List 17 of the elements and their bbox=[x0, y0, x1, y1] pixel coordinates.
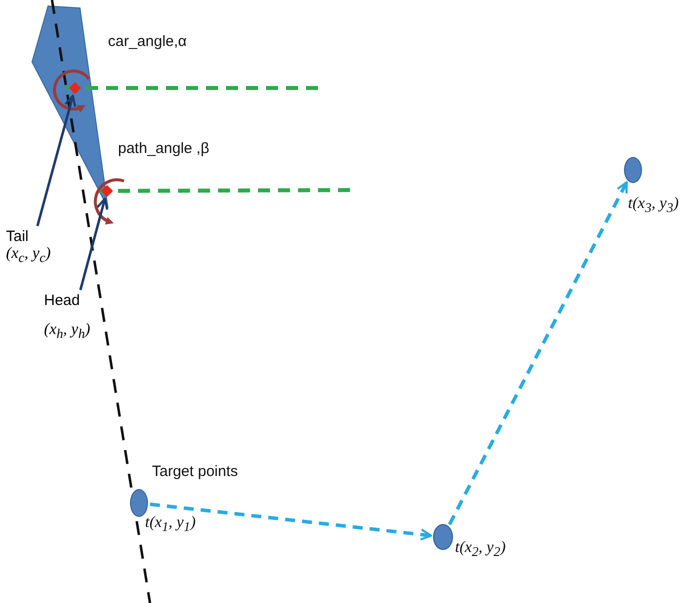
part-label: Head bbox=[44, 292, 81, 309]
path-arrow bbox=[448, 181, 628, 526]
leader-arrow bbox=[36, 94, 76, 226]
angle-label: car_angle,α bbox=[108, 33, 187, 50]
target-point-marker bbox=[433, 524, 453, 550]
callout-text: Target points bbox=[152, 463, 238, 480]
part-label: Tail bbox=[6, 228, 30, 245]
coordinate-label: t(x$_{1}$, y$_{1}$) bbox=[145, 514, 196, 536]
coordinate-label: (x$_{h}$, y$_{h}$) bbox=[44, 321, 92, 342]
path-arrow bbox=[150, 502, 432, 541]
coordinate-label: t(x$_{2}$, y$_{2}$) bbox=[455, 539, 506, 560]
target-point-marker bbox=[624, 157, 642, 183]
coordinate-label: t(x$_{3}$, y$_{3}$) bbox=[628, 195, 679, 216]
leader-arrow bbox=[79, 198, 108, 290]
coordinate-label: (x$_{c}$, y$_{c}$) bbox=[6, 245, 52, 266]
angle-label: path_angle ,β bbox=[118, 140, 210, 157]
target-point-marker bbox=[130, 489, 148, 517]
